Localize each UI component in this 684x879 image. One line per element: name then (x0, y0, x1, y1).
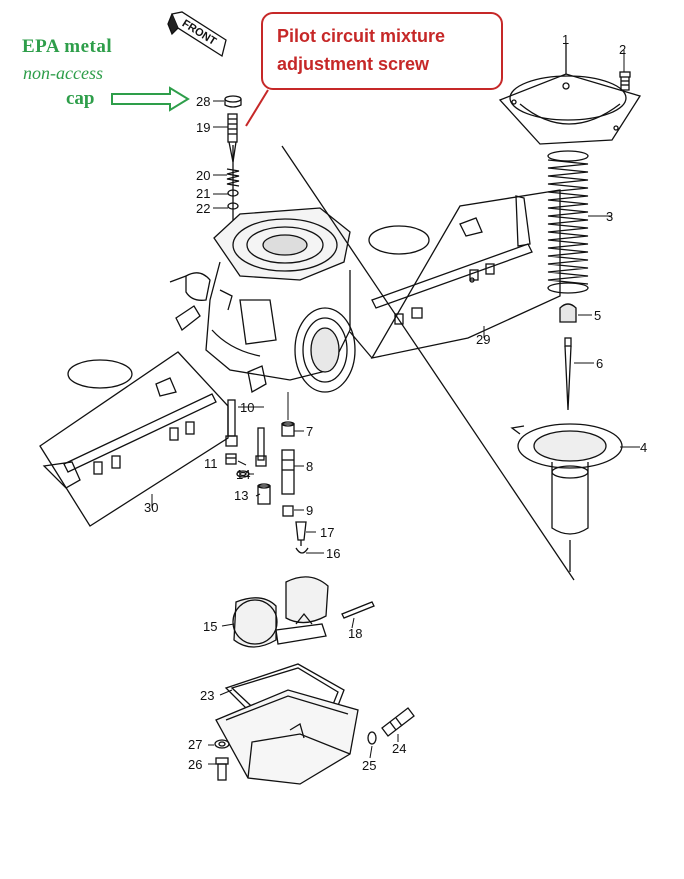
part-27-washer (214, 739, 230, 749)
part-number-8: 8 (306, 459, 313, 474)
part-number-5: 5 (594, 308, 601, 323)
part-number-24: 24 (392, 741, 406, 756)
part-number-1: 1 (562, 32, 569, 47)
part-number-23: 23 (200, 688, 214, 703)
part-number-20: 20 (196, 168, 210, 183)
part-number-11: 11 (204, 456, 218, 471)
leader-lines (151, 50, 640, 765)
epa-arrow (111, 86, 190, 112)
part-number-7: 7 (306, 424, 313, 439)
part-number-14: 14 (236, 467, 250, 482)
part-24-drain-screw (381, 707, 415, 737)
callout-line-2: adjustment screw (277, 54, 430, 74)
part-25-oring (367, 731, 377, 745)
part-number-13: 13 (234, 488, 248, 503)
part-number-3: 3 (606, 209, 613, 224)
carburetor-body (169, 207, 356, 394)
part-number-15: 15 (203, 619, 217, 634)
pilot-screw-callout: Pilot circuit mixture adjustment screw (261, 12, 503, 90)
part-number-27: 27 (188, 737, 202, 752)
part-6-jet-needle (564, 337, 572, 411)
part-16-clip (295, 547, 309, 554)
part-number-25: 25 (362, 758, 376, 773)
part-29-linkage (368, 189, 561, 359)
part-9-valve-seat (282, 505, 294, 517)
part-5-needle-holder (559, 303, 577, 323)
part-number-10: 10 (240, 400, 254, 415)
part-number-22: 22 (196, 201, 210, 216)
part-number-28: 28 (196, 94, 210, 109)
epa-line-3: cap (66, 88, 95, 109)
part-pilot-jet (255, 427, 267, 467)
float-bowl (215, 689, 359, 785)
part-number-29: 29 (476, 332, 490, 347)
part-number-21: 21 (196, 186, 210, 201)
part-1-top-cover (498, 44, 642, 145)
part-number-4: 4 (640, 440, 647, 455)
guide-line (281, 145, 575, 581)
part-11-jet (225, 453, 237, 465)
epa-line-1: EPA metal (22, 36, 113, 57)
part-number-26: 26 (188, 757, 202, 772)
part-15-float (232, 576, 329, 648)
part-17-float-needle (295, 521, 307, 546)
epa-cap-annotation: EPA metal non-access cap (22, 34, 112, 112)
part-number-9: 9 (306, 503, 313, 518)
part-number-19: 19 (196, 120, 210, 135)
part-number-6: 6 (596, 356, 603, 371)
part-28-cap (224, 95, 242, 108)
epa-line-2: non-access (23, 63, 103, 83)
front-arrow: FRONT (167, 11, 227, 58)
part-8-needle-jet (281, 449, 295, 495)
callout-pointer (245, 89, 269, 127)
part-10-jet (225, 399, 238, 447)
part-18-pin (341, 601, 375, 619)
part-number-30: 30 (144, 500, 158, 515)
part-26-bolt (215, 757, 229, 781)
part-4-vacuum-piston (510, 423, 623, 572)
part-number-17: 17 (320, 525, 334, 540)
part-number-18: 18 (348, 626, 362, 641)
part-30-linkage (39, 351, 229, 527)
part-number-16: 16 (326, 546, 340, 561)
part-2-screw (619, 71, 631, 91)
part-7-jet-holder (281, 421, 295, 437)
callout-line-1: Pilot circuit mixture (277, 26, 446, 46)
part-number-2: 2 (619, 42, 626, 57)
part-numbers: 1 2 3 4 5 6 7 8 9 10 11 13 14 15 16 17 1… (144, 32, 647, 773)
part-3-spring (547, 150, 589, 294)
